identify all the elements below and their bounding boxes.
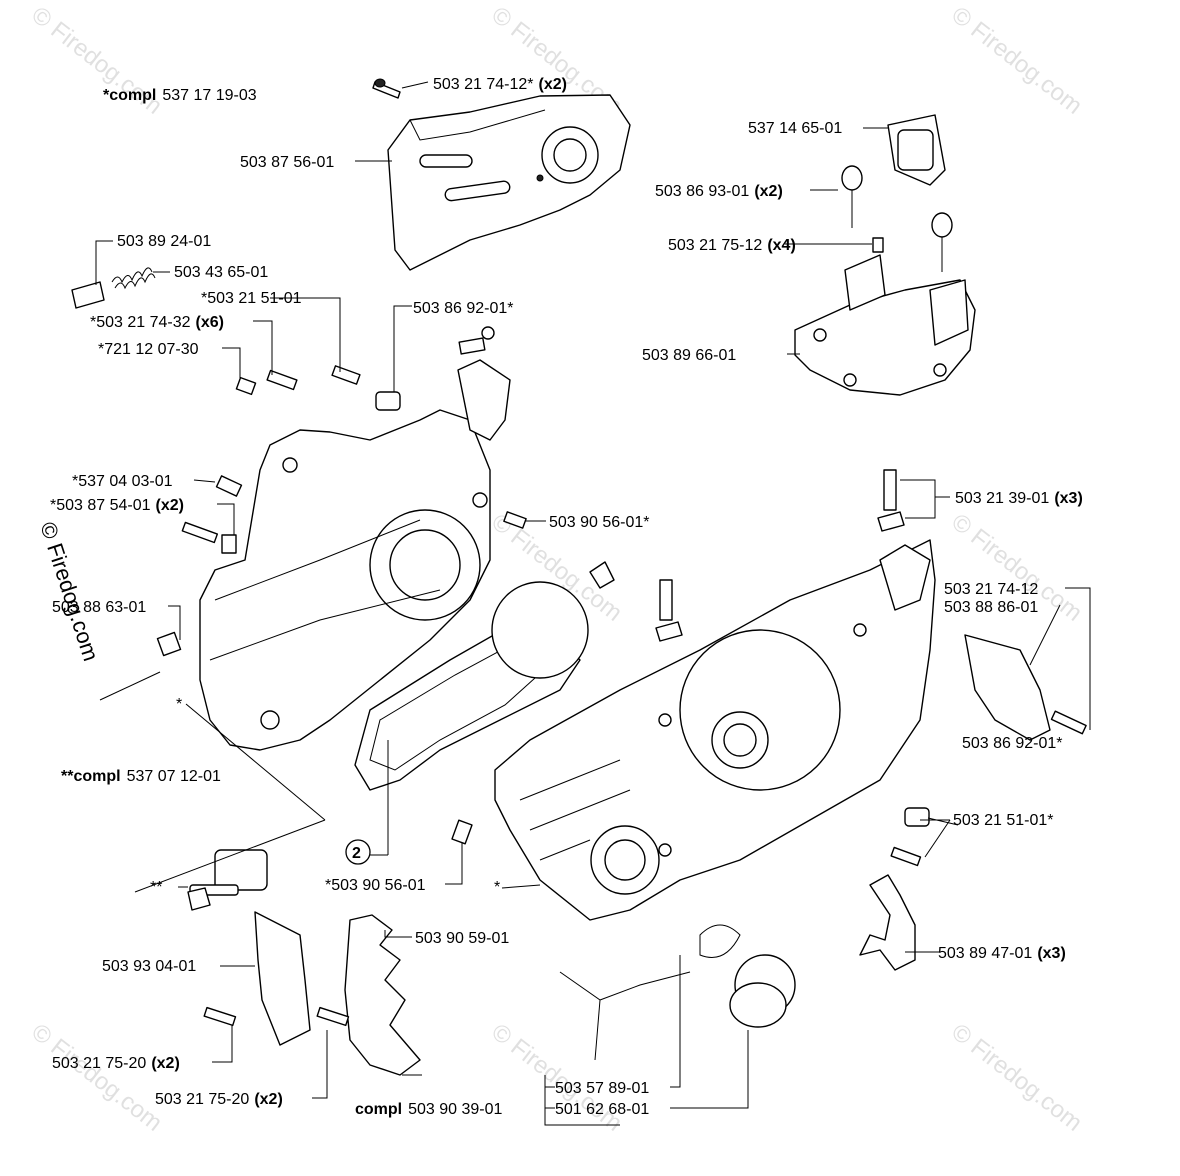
svg-text:503 21 39-01(x3): 503 21 39-01 (x3) [955,490,1083,507]
crankcase-right [494,539,936,921]
leader-lines [95,81,1091,1126]
part-number: 537 14 65-01 [748,120,842,137]
part-number: 503 43 65-01 [174,264,268,281]
compl-prefix: **compl [61,768,121,785]
part-number: *503 87 54-01 [50,497,151,514]
compl-prefix: compl [355,1101,402,1118]
compl-prefix: *compl [103,87,156,104]
side-watermark: © Firedog.com [35,519,103,664]
part-number: *503 90 56-01 [325,877,426,894]
part-number: 503 21 51-01* [953,812,1054,829]
part-number: 537 17 19-03 [162,87,256,104]
part-number: 503 93 04-01 [102,958,196,975]
small-parts [71,267,1087,1076]
callout-number: 2 [352,845,361,862]
quantity: (x3) [1037,945,1065,962]
quantity: (x3) [1054,490,1082,507]
quantity: (x2) [151,1055,179,1072]
part-number: 503 86 92-01* [962,735,1063,752]
part-number: *503 21 74-32 [90,314,191,331]
part-number: 503 90 39-01 [408,1101,502,1118]
part-number: 503 57 89-01 [555,1080,649,1097]
watermark: © Firedog.com [946,1,1087,119]
svg-text:503 21 75-20(x2): 503 21 75-20 (x2) [155,1091,283,1108]
double-asterisk-marker: ** [150,879,162,896]
part-number: 503 21 75-20 [52,1055,146,1072]
chain-guard-cover [372,78,631,271]
quantity: (x4) [767,237,795,254]
part-number: 503 90 59-01 [415,930,509,947]
part-number: 503 21 39-01 [955,490,1049,507]
asterisk-marker: * [494,879,500,896]
filter-holder [794,114,976,396]
part-number: 503 88 86-01 [944,599,1038,616]
quantity: (x2) [539,76,567,93]
quantity: (x2) [156,497,184,514]
part-number: 503 89 66-01 [642,347,736,364]
callout-circle [345,839,371,865]
part-number: *537 04 03-01 [72,473,173,490]
part-number: 503 86 93-01 [655,183,749,200]
watermark: © Firedog.com [26,1018,167,1136]
quantity: (x2) [754,183,782,200]
part-number: *503 21 51-01 [201,290,302,307]
part-number: 503 87 56-01 [240,154,334,171]
part-number: 503 90 56-01* [549,514,650,531]
part-number: 503 89 24-01 [117,233,211,250]
part-number: 503 88 63-01 [52,599,146,616]
svg-text:503 21 75-12(x4): 503 21 75-12 (x4) [668,237,796,254]
watermark: © Firedog.com [946,1018,1087,1136]
part-number: 503 21 75-12 [668,237,762,254]
gasket [354,581,589,791]
quantity: (x2) [254,1091,282,1108]
part-number: 503 21 74-12* [433,76,534,93]
svg-text:503 21 74-12*(x2): 503 21 74-12* (x2) [433,76,567,93]
quantity: (x6) [196,314,224,331]
svg-text:503 86 93-01(x2): 503 86 93-01 (x2) [655,183,783,200]
part-number: *721 12 07-30 [98,341,199,358]
svg-text:503 89 47-01(x3): 503 89 47-01 (x3) [938,945,1066,962]
svg-text:*503 21 74-32(x6): *503 21 74-32 (x6) [90,314,224,331]
crankcase-left [199,359,511,751]
part-number: 503 21 75-20 [155,1091,249,1108]
part-number: 537 07 12-01 [127,768,221,785]
svg-text:*503 87 54-01(x2): *503 87 54-01 (x2) [50,497,184,514]
svg-text:503 21 75-20(x2): 503 21 75-20 (x2) [52,1055,180,1072]
part-number: 503 21 74-12 [944,581,1038,598]
part-number: 503 86 92-01* [413,300,514,317]
asterisk-marker: * [176,696,182,713]
part-number: 501 62 68-01 [555,1101,649,1118]
part-number: 503 89 47-01 [938,945,1032,962]
watermark: © Firedog.com [486,1018,627,1136]
